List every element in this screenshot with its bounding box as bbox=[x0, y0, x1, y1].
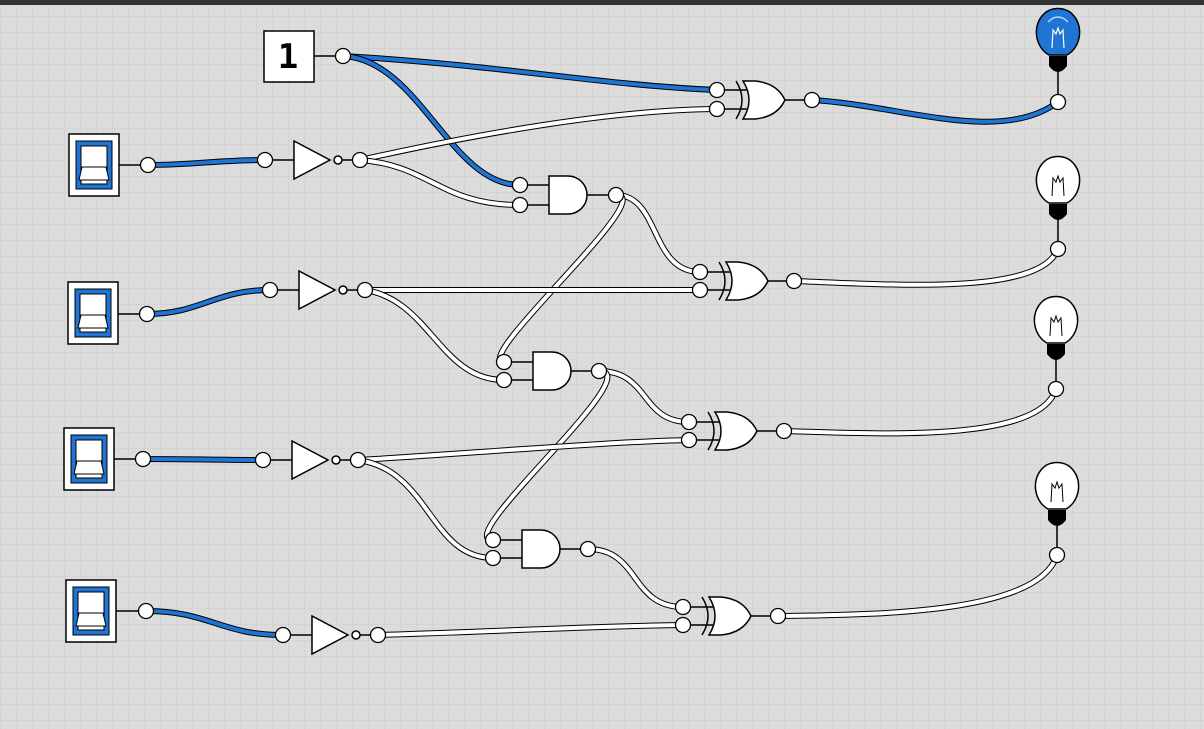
constant-input[interactable]: 1 bbox=[263, 30, 343, 83]
node[interactable] bbox=[349, 451, 367, 469]
node[interactable] bbox=[803, 91, 821, 109]
wire-switch2[interactable] bbox=[145, 288, 272, 316]
top-bar bbox=[0, 0, 1204, 5]
wire-xor1-to-bulb1[interactable] bbox=[810, 98, 1060, 124]
node[interactable] bbox=[484, 549, 502, 567]
node[interactable] bbox=[1049, 240, 1067, 258]
wire-not1-to-xor1[interactable] bbox=[358, 107, 719, 162]
output-bulb-3[interactable] bbox=[1033, 295, 1079, 390]
wire-not3-to-xor3[interactable] bbox=[356, 438, 691, 462]
input-switch-3[interactable] bbox=[63, 427, 143, 491]
node[interactable] bbox=[334, 47, 352, 65]
xor-gate-4[interactable] bbox=[683, 596, 778, 636]
constant-label: 1 bbox=[278, 37, 298, 77]
wire-const-to-and1[interactable] bbox=[341, 54, 522, 187]
active-wires bbox=[140, 53, 1061, 638]
node[interactable] bbox=[579, 540, 597, 558]
node[interactable] bbox=[274, 626, 292, 644]
node[interactable] bbox=[708, 100, 726, 118]
node[interactable] bbox=[674, 598, 692, 616]
switches-layer bbox=[63, 133, 148, 643]
connection-nodes bbox=[134, 47, 1067, 644]
node[interactable] bbox=[254, 451, 272, 469]
xor-gate-1[interactable] bbox=[717, 80, 812, 120]
node[interactable] bbox=[256, 151, 274, 169]
node[interactable] bbox=[775, 422, 793, 440]
node[interactable] bbox=[495, 353, 513, 371]
wire-and1-to-and2[interactable] bbox=[498, 193, 625, 364]
bulbs-layer bbox=[1033, 7, 1081, 555]
input-switch-1[interactable] bbox=[68, 133, 148, 197]
input-switch-4[interactable] bbox=[65, 579, 146, 643]
wire-xor3-to-bulb3[interactable] bbox=[782, 387, 1058, 436]
wire-xor2-to-bulb2[interactable] bbox=[792, 247, 1060, 287]
and-gate-2[interactable] bbox=[504, 351, 599, 391]
node[interactable] bbox=[511, 196, 529, 214]
node[interactable] bbox=[369, 626, 387, 644]
node[interactable] bbox=[607, 186, 625, 204]
node[interactable] bbox=[708, 81, 726, 99]
wire-switch1[interactable] bbox=[146, 158, 267, 167]
wire-switch3[interactable] bbox=[141, 457, 265, 462]
output-bulb-2[interactable] bbox=[1035, 155, 1081, 250]
node[interactable] bbox=[674, 616, 692, 634]
node[interactable] bbox=[511, 176, 529, 194]
wire-switch4[interactable] bbox=[144, 609, 285, 637]
node[interactable] bbox=[495, 371, 513, 389]
xor-gates-layer bbox=[683, 80, 812, 636]
node[interactable] bbox=[590, 362, 608, 380]
node[interactable] bbox=[691, 281, 709, 299]
output-bulb-1[interactable] bbox=[1035, 7, 1081, 103]
node[interactable] bbox=[785, 272, 803, 290]
wire-const-to-xor1[interactable] bbox=[341, 54, 719, 92]
node[interactable] bbox=[139, 156, 157, 174]
node[interactable] bbox=[138, 305, 156, 323]
xor-gate-2[interactable] bbox=[700, 261, 794, 301]
node[interactable] bbox=[680, 413, 698, 431]
wire-not3-to-and3[interactable] bbox=[356, 458, 495, 560]
wire-and2-to-and3[interactable] bbox=[485, 369, 610, 542]
node[interactable] bbox=[484, 531, 502, 549]
wire-and1-to-xor2[interactable] bbox=[614, 193, 702, 274]
not-gate-2[interactable] bbox=[270, 269, 365, 311]
node[interactable] bbox=[351, 151, 369, 169]
node[interactable] bbox=[1047, 380, 1065, 398]
node[interactable] bbox=[356, 281, 374, 299]
wire-xor4-to-bulb4[interactable] bbox=[776, 553, 1059, 618]
node[interactable] bbox=[769, 607, 787, 625]
wire-not1-to-and1[interactable] bbox=[358, 158, 522, 207]
node[interactable] bbox=[137, 602, 155, 620]
node[interactable] bbox=[680, 431, 698, 449]
wire-and2-to-xor3[interactable] bbox=[597, 369, 691, 424]
wires-layer bbox=[140, 53, 1061, 638]
node[interactable] bbox=[134, 450, 152, 468]
inactive-wires bbox=[355, 106, 1061, 638]
wire-and3-to-xor4[interactable] bbox=[586, 547, 685, 609]
wire-not2-to-and2[interactable] bbox=[363, 288, 506, 382]
input-switch-2[interactable] bbox=[67, 281, 147, 345]
wire-not4-to-xor4[interactable] bbox=[376, 623, 685, 637]
node[interactable] bbox=[1049, 93, 1067, 111]
node[interactable] bbox=[691, 263, 709, 281]
node[interactable] bbox=[1048, 546, 1066, 564]
node[interactable] bbox=[261, 281, 279, 299]
